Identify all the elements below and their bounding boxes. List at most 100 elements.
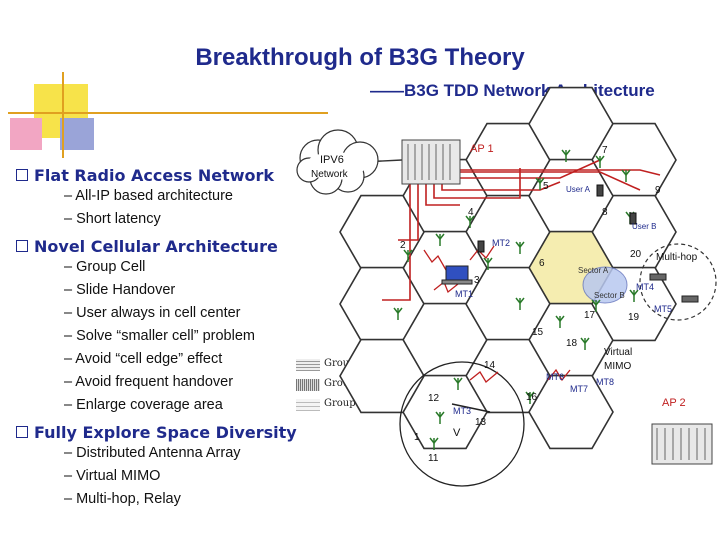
antenna-icon — [515, 297, 525, 310]
list-item: Short latency — [14, 208, 314, 231]
multihop-label: Multi-hop — [656, 252, 698, 263]
virtual-mimo-label: Virtual — [604, 347, 632, 358]
antenna-head — [555, 315, 565, 323]
page-title: Breakthrough of B3G Theory — [195, 44, 525, 71]
antenna-icon — [435, 233, 445, 246]
antenna-head — [515, 241, 525, 249]
section-heading-text: Flat Radio Access Network — [34, 166, 275, 185]
legend-swatch — [296, 379, 320, 391]
antenna-icon — [629, 289, 639, 302]
fiber-link — [460, 169, 661, 176]
list-item: Virtual MIMO — [14, 465, 314, 488]
list-item: Group Cell — [14, 256, 314, 279]
antenna-icon — [555, 315, 565, 328]
legend-swatch — [296, 399, 320, 411]
cell-number-label: 4 — [468, 207, 474, 218]
ap1-rack-icon — [401, 139, 461, 185]
antenna-icon — [435, 411, 445, 424]
cell-number-label: 15 — [532, 327, 544, 338]
section-heading-flat-ran: Flat Radio Access Network — [14, 166, 314, 185]
deco-pink-square — [10, 118, 42, 150]
cell-number-label: 14 — [484, 360, 496, 371]
rack-body — [401, 139, 461, 185]
sector-b-label: Sector B — [594, 291, 625, 300]
mobile-terminal-label: MT1 — [455, 289, 473, 299]
legend-swatch — [296, 359, 320, 371]
antenna-head — [435, 233, 445, 241]
antenna-head — [561, 149, 571, 157]
antenna-head — [535, 177, 545, 185]
cloud-label-network: Network — [311, 169, 349, 180]
fiber-link — [382, 184, 411, 301]
v-label: V — [453, 427, 461, 439]
antenna-head — [465, 215, 475, 223]
sector-ellipse — [582, 266, 628, 304]
cell-number-label: 18 — [566, 338, 578, 349]
wireless-link — [469, 245, 495, 261]
ap1-label: AP 1 — [470, 143, 494, 155]
list-item: All-IP based architecture — [14, 185, 314, 208]
user-b-label: User B — [632, 222, 656, 231]
cloud-label-ipv6: IPV6 — [320, 154, 344, 166]
diagram-labels: 12345678911121314151617181920IPV6Network… — [311, 143, 698, 464]
antenna-head — [591, 299, 601, 307]
antenna-icon — [535, 177, 545, 190]
cell-number-label: 8 — [602, 207, 608, 218]
list-item: Solve “smaller cell” problem — [14, 325, 314, 348]
antenna-head — [525, 391, 535, 399]
mobile-terminal-label: MT8 — [596, 377, 614, 387]
mobile-terminal-label: MT3 — [453, 406, 471, 416]
checkbox-bullet-icon — [16, 240, 28, 252]
antenna-head — [403, 249, 413, 257]
fiber-link — [433, 168, 521, 199]
antenna-head — [515, 297, 525, 305]
antenna-icon — [403, 249, 413, 262]
deco-vertical-line — [62, 72, 64, 158]
cell-number-label: 20 — [630, 249, 642, 260]
mobile-phone-icon — [629, 212, 637, 225]
cell-number-label: 13 — [475, 417, 487, 428]
antenna-icon — [453, 377, 463, 390]
cell-hexagon — [339, 338, 425, 414]
ap2-rack-icon — [651, 423, 713, 465]
antenna-head — [629, 289, 639, 297]
cell-number-label: 16 — [526, 392, 538, 403]
cell-number-label: 6 — [539, 258, 545, 269]
sector-a-label: Sector A — [578, 266, 609, 275]
section-heading-space-diversity: Fully Explore Space Diversity — [14, 423, 314, 442]
cell-number-label: 7 — [602, 145, 608, 156]
vehicle-icon — [681, 295, 699, 303]
device-icons — [296, 129, 713, 465]
mobile-phone-icon — [596, 184, 604, 197]
mobile-terminal-label: MT5 — [654, 304, 672, 314]
checkbox-bullet-icon — [16, 426, 28, 438]
laptop-icon — [441, 265, 473, 285]
antenna-icon — [591, 299, 601, 312]
cloud-fill — [305, 152, 365, 180]
fiber-link — [441, 181, 561, 191]
list-item: Avoid “cell edge” effect — [14, 348, 314, 371]
multihop-circle — [639, 243, 717, 321]
list-item: Enlarge coverage area — [14, 394, 314, 417]
ap2-label: AP 2 — [662, 397, 686, 409]
antenna-icon — [595, 155, 605, 168]
wireless-link — [469, 371, 499, 383]
antenna-icon — [483, 257, 493, 270]
antenna-head — [393, 307, 403, 315]
cell-number-label: 2 — [400, 240, 406, 251]
section-heading-novel-cellular: Novel Cellular Architecture — [14, 237, 314, 256]
antenna-head — [453, 377, 463, 385]
antenna-head — [483, 257, 493, 265]
list-item: Distributed Antenna Array — [14, 442, 314, 465]
cell-number-label: 12 — [428, 393, 440, 404]
bullet-list: Flat Radio Access Network All-IP based a… — [14, 160, 314, 511]
deco-blue-square — [60, 118, 94, 150]
phone-body — [629, 212, 637, 225]
cell-number-label: 11 — [428, 453, 439, 464]
vehicle-body — [649, 273, 667, 281]
checkbox-bullet-icon — [16, 169, 28, 181]
cell-number-label: 1 — [414, 432, 420, 443]
cell-number-label: 5 — [543, 181, 549, 192]
section-heading-text: Novel Cellular Architecture — [34, 237, 278, 256]
